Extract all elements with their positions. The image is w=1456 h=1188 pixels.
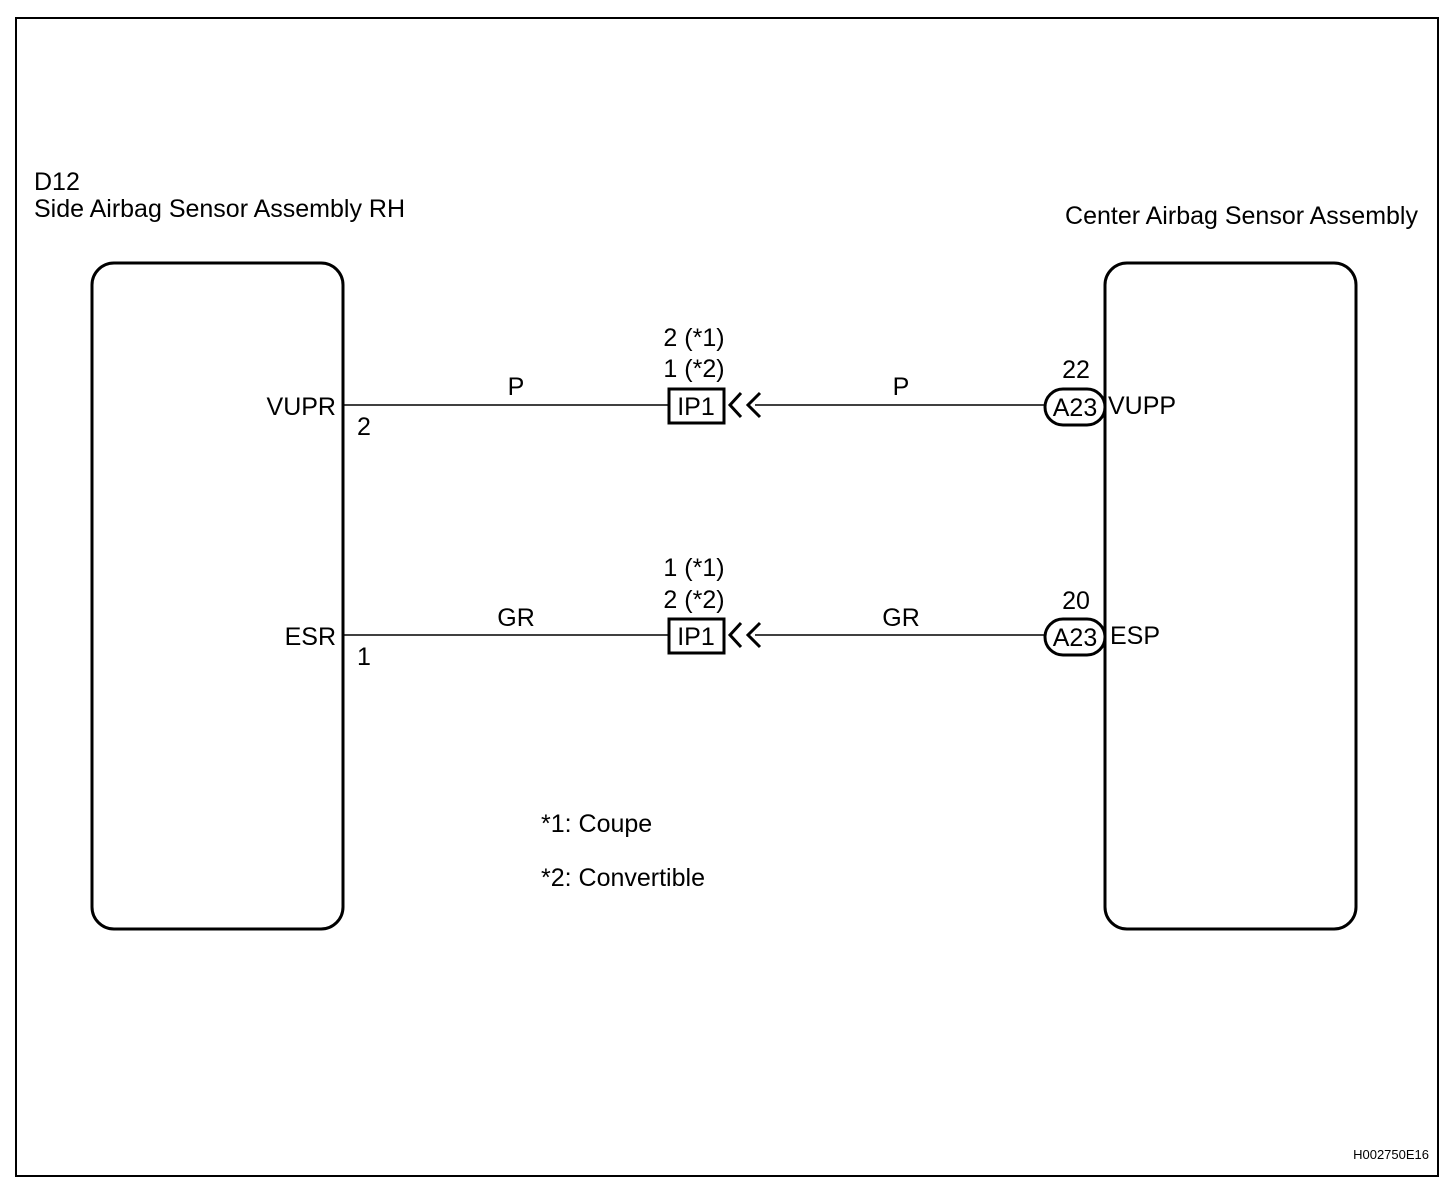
left-terminal-name: VUPR (267, 393, 336, 421)
right-terminal-name: VUPP (1108, 392, 1176, 420)
left-pin-number: 2 (357, 413, 371, 441)
note-coupe: *1: Coupe (541, 810, 652, 838)
left-component-box (90, 261, 345, 931)
connector-box (667, 387, 726, 425)
wire-color-label: P (893, 373, 910, 401)
right-component-box (1103, 261, 1358, 931)
diagram-frame (15, 17, 1439, 1177)
connector-box (667, 617, 726, 655)
right-connector-label: A23 (1053, 394, 1097, 422)
right-connector-oval (1043, 387, 1107, 427)
connector-label: IP1 (677, 393, 715, 421)
right-connector-oval (1043, 617, 1107, 657)
connector-double-chevron-icon (727, 391, 762, 419)
circuit-vupr: VUPR 2 P 2 (*1) 1 (*2) IP1 P 22 A23 VUPP (267, 324, 1177, 441)
connector-pin-label: 2 (*2) (663, 586, 724, 614)
circuit-esr: ESR 1 GR 1 (*1) 2 (*2) IP1 GR 20 A23 ESP (285, 554, 1160, 671)
right-pin-number: 20 (1062, 587, 1090, 615)
left-component-code: D12 (34, 168, 80, 196)
connector-label: IP1 (677, 623, 715, 651)
left-terminal-name: ESR (285, 623, 336, 651)
connector-pin-label: 2 (*1) (663, 324, 724, 352)
right-pin-number: 22 (1062, 356, 1090, 384)
right-terminal-name: ESP (1110, 622, 1160, 650)
note-convertible: *2: Convertible (541, 864, 705, 892)
left-component-name: Side Airbag Sensor Assembly RH (34, 195, 405, 223)
wire-color-label: GR (882, 604, 920, 632)
left-pin-number: 1 (357, 643, 371, 671)
connector-double-chevron-icon (727, 621, 762, 649)
figure-id: H002750E16 (1353, 1147, 1429, 1162)
wire-color-label: P (508, 373, 525, 401)
right-connector-label: A23 (1053, 624, 1097, 652)
right-component-name: Center Airbag Sensor Assembly (1065, 202, 1418, 230)
connector-pin-label: 1 (*2) (663, 355, 724, 383)
connector-pin-label: 1 (*1) (663, 554, 724, 582)
wire-color-label: GR (497, 604, 535, 632)
